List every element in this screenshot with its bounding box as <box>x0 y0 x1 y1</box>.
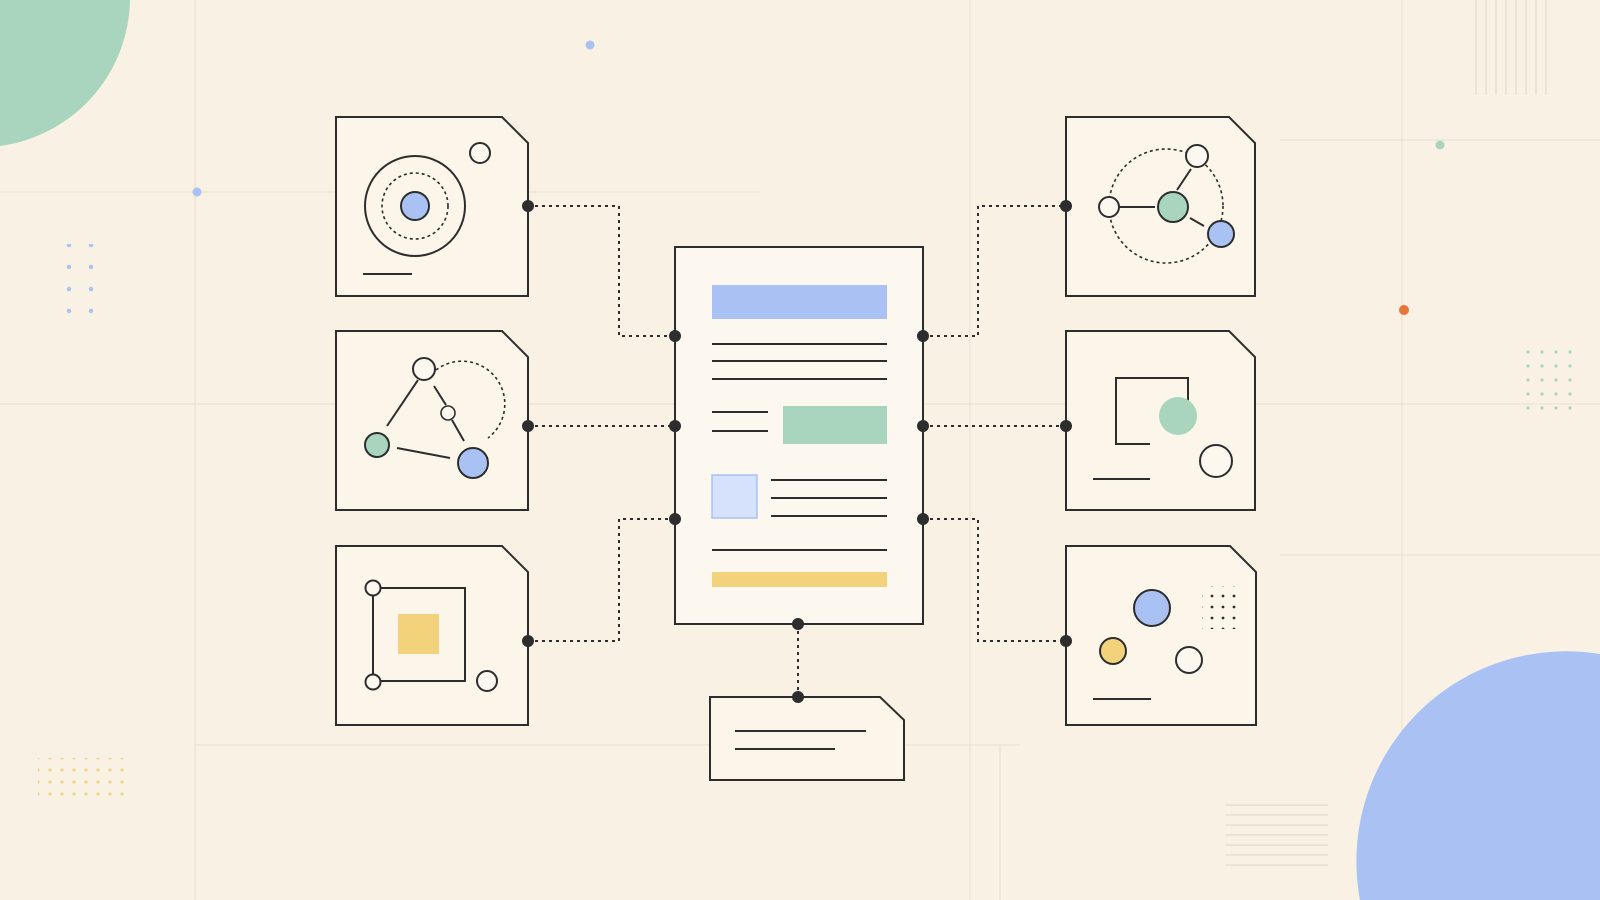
vertical-hatch-lines <box>1475 0 1547 95</box>
circles-grid-card <box>1065 545 1257 726</box>
yellow-square <box>398 614 439 654</box>
outline-square <box>372 587 466 682</box>
outer-ring <box>364 155 466 257</box>
corner-node-bottom <box>364 673 382 691</box>
blue-node <box>457 447 489 479</box>
blue-center-circle <box>400 191 430 221</box>
accent-dot-orange-right <box>1399 305 1409 315</box>
green-center-node <box>1157 191 1189 223</box>
dashed-ring <box>381 172 449 240</box>
corner-node-top <box>364 579 382 597</box>
connector-left-bottom <box>528 518 675 642</box>
document-image-placeholder <box>711 474 758 519</box>
concentric-circle-card <box>335 116 529 297</box>
small-node <box>440 405 456 421</box>
corner-blue-circle <box>1356 651 1600 900</box>
dashed-orbit <box>1108 148 1224 264</box>
bracket-shape <box>1115 377 1189 445</box>
yellow-dot-grid <box>38 758 132 804</box>
summary-note-card <box>709 696 905 781</box>
square-points-card <box>335 545 529 726</box>
document-yellow-bar <box>712 572 887 587</box>
dashed-arc <box>435 360 506 439</box>
accent-dot-blue-left <box>192 187 202 197</box>
hollow-node <box>476 670 498 692</box>
blue-dot-grid <box>52 244 110 314</box>
small-hollow-circle <box>469 142 491 164</box>
top-node <box>412 357 436 381</box>
connector-left-top <box>528 205 675 337</box>
connector-right-top <box>923 205 1066 337</box>
horizontal-hatch-lines <box>1225 804 1328 866</box>
blue-circle <box>1133 589 1171 627</box>
white-left-node <box>1098 196 1120 218</box>
corner-green-circle <box>0 0 130 146</box>
hollow-circle <box>1175 646 1203 674</box>
network-triangle-card <box>335 330 529 511</box>
green-node <box>364 432 390 458</box>
document-header-bar <box>712 285 887 319</box>
white-top-node <box>1185 144 1209 168</box>
blue-right-node <box>1207 220 1235 248</box>
yellow-circle <box>1099 637 1127 665</box>
card-frame <box>709 696 905 781</box>
hollow-circle <box>1199 444 1233 478</box>
card-frame <box>335 330 529 511</box>
accent-dot-green-right <box>1435 140 1445 150</box>
ink-dot-grid <box>1202 586 1236 629</box>
green-dot-grid <box>1520 347 1572 417</box>
shape-composition-card <box>1065 330 1256 511</box>
central-document <box>674 246 924 625</box>
dotted-connectors <box>528 205 1066 697</box>
connector-endpoints <box>522 200 1072 703</box>
accent-dot-blue-top <box>585 40 595 50</box>
document-green-block <box>783 406 887 444</box>
green-circle <box>1159 397 1197 435</box>
orbit-network-card <box>1065 116 1256 297</box>
document-text-lines <box>712 343 887 551</box>
